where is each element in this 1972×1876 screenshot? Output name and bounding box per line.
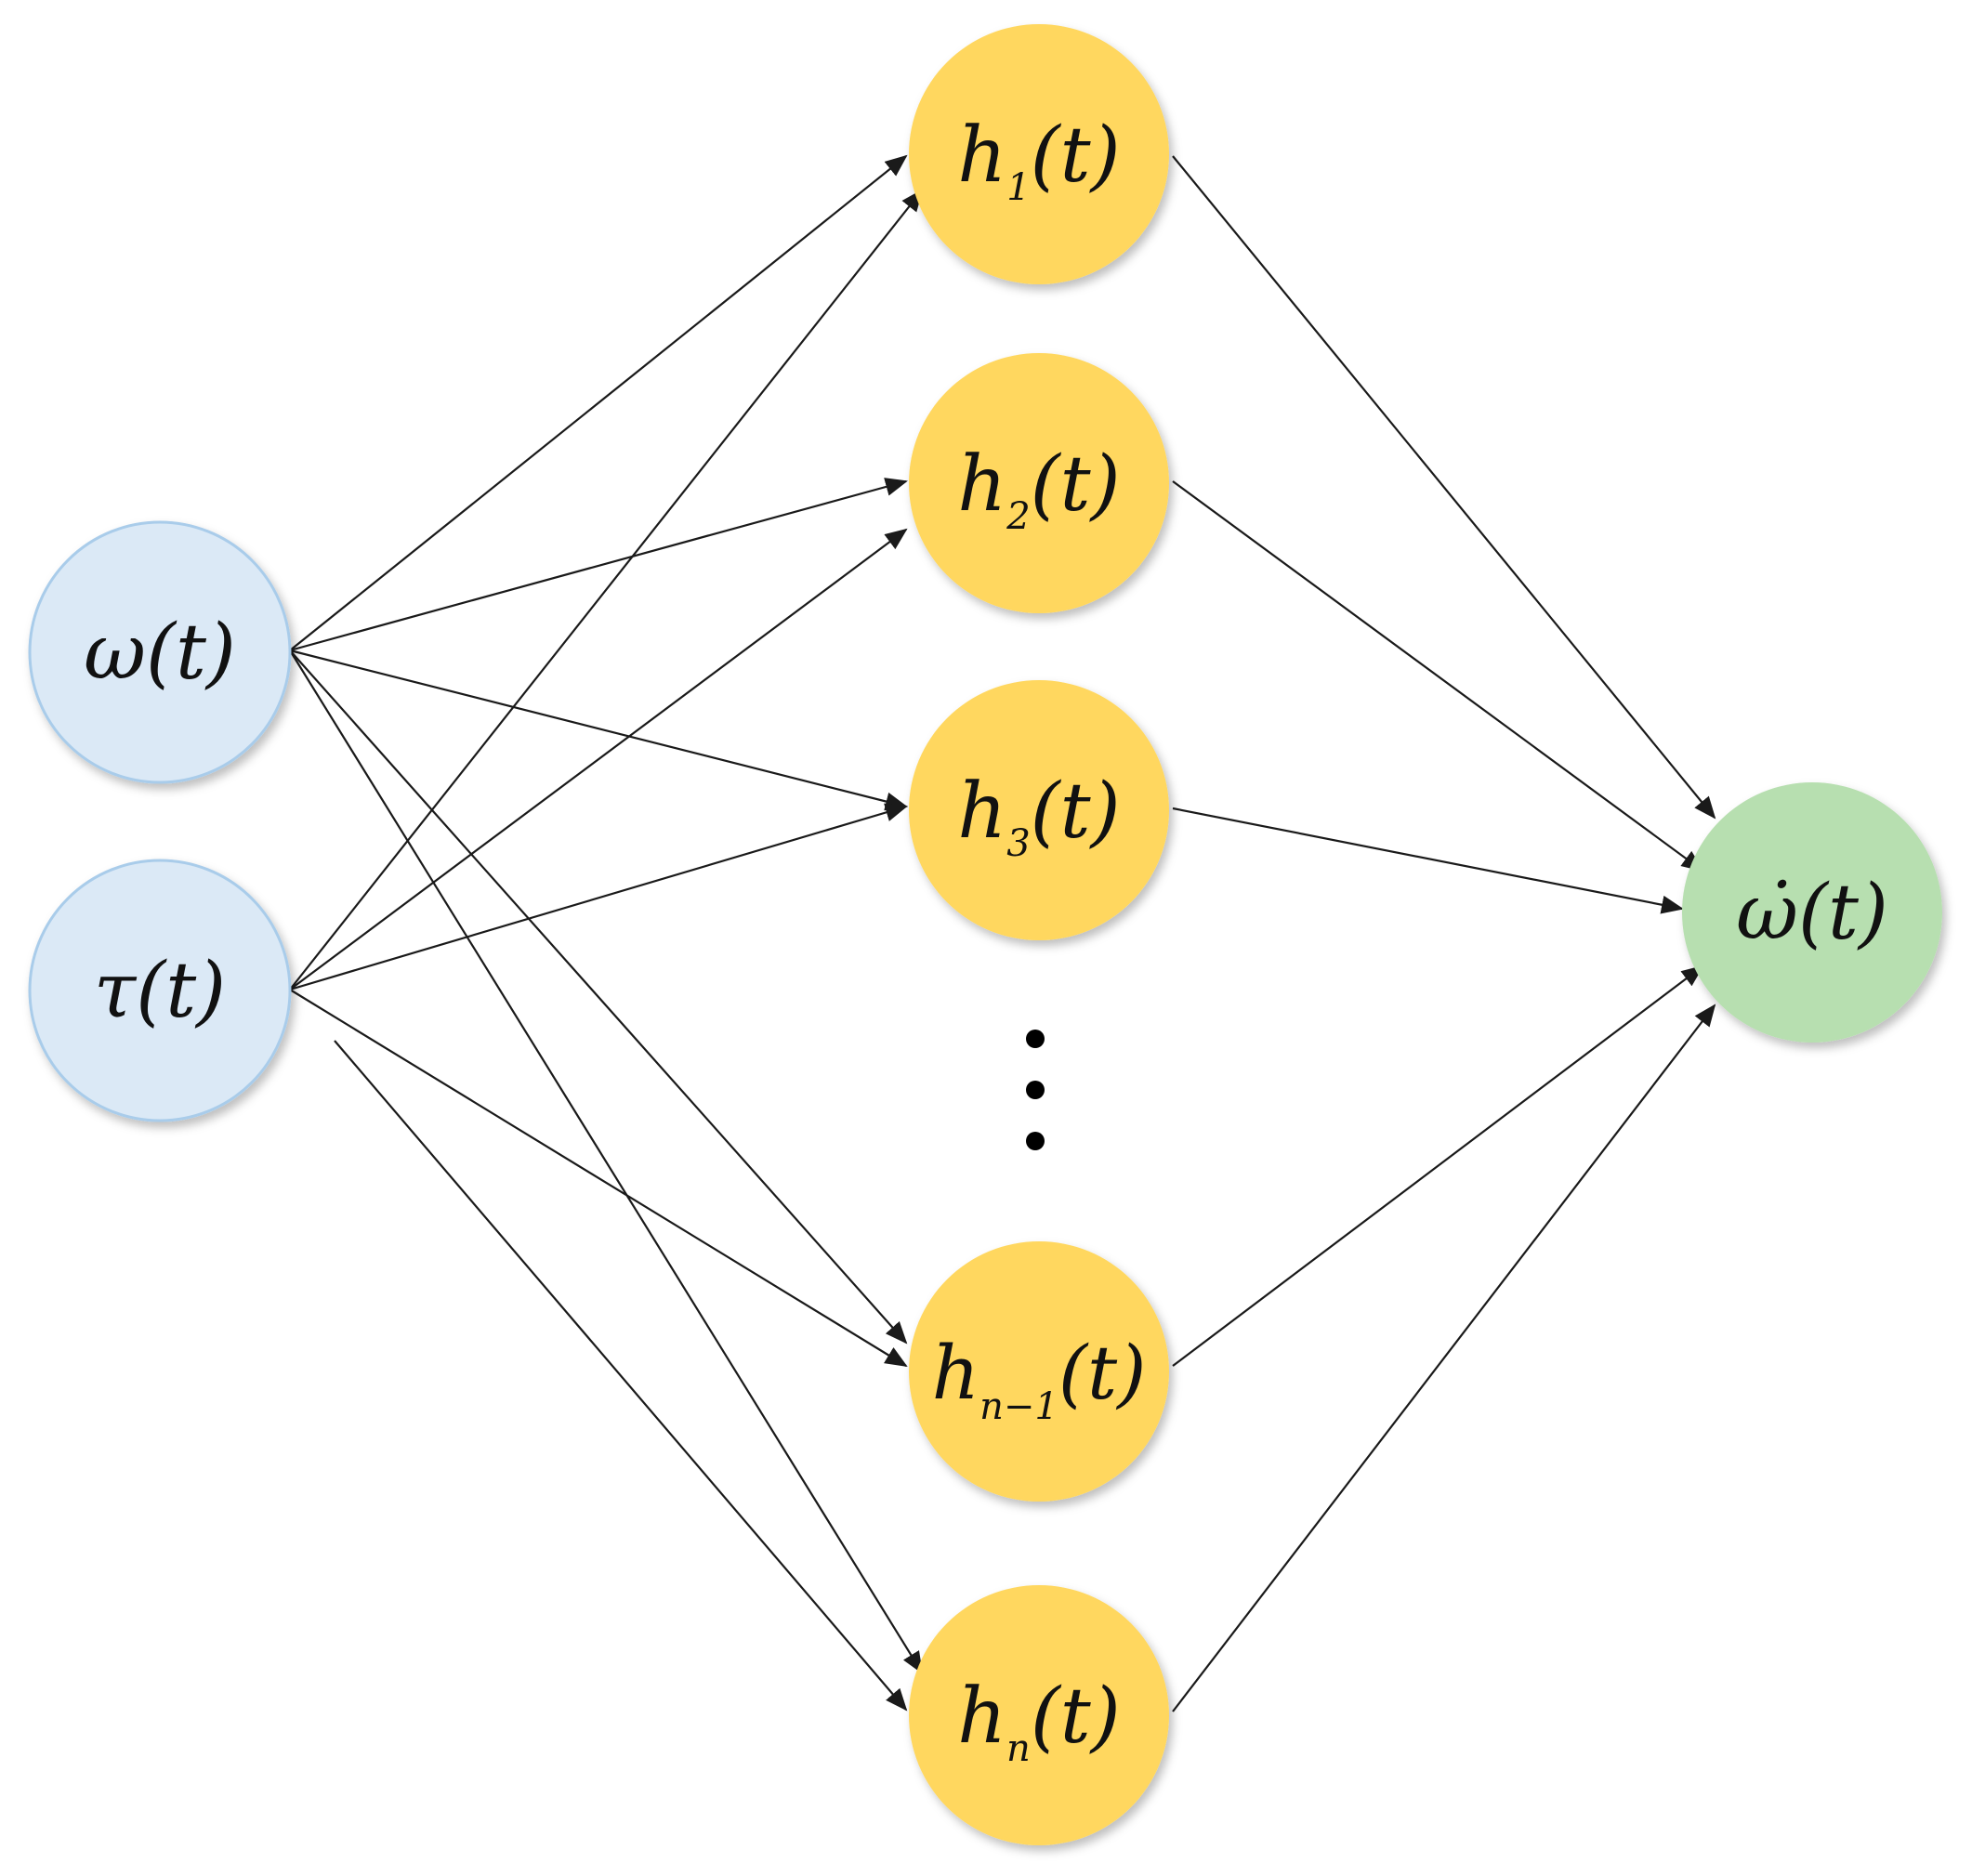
edge-tau-hn1	[289, 989, 908, 1368]
hidden-node-hn-circle	[909, 1585, 1169, 1845]
edge-tau-h1	[289, 189, 924, 990]
ellipsis-vertical	[1026, 1030, 1045, 1150]
input-node-omega-circle	[28, 520, 292, 784]
edge-tau-hn	[334, 1040, 908, 1712]
input-node-omega-label: ω(t)	[84, 609, 236, 697]
hidden-node-h2-label: h2(t)	[957, 440, 1120, 538]
input-node-omega: ω(t)	[28, 520, 292, 784]
ellipsis-dot-3	[1026, 1132, 1045, 1150]
edge-h3-out	[1172, 807, 1684, 914]
hidden-node-h1: h1(t)	[909, 24, 1169, 284]
hidden-node-h3-circle	[909, 680, 1169, 940]
hidden-node-hn1: hn−1(t)	[909, 1241, 1169, 1502]
edge-hn-out	[1172, 1004, 1716, 1712]
edge-omega-hn	[289, 649, 924, 1674]
edges-input-to-hidden	[289, 154, 924, 1712]
hidden-node-h3-label: h3(t)	[957, 767, 1120, 865]
hidden-node-hn1-label: hn−1(t)	[932, 1330, 1147, 1428]
hidden-node-hn-label: hn(t)	[957, 1673, 1121, 1770]
ellipsis-dot-2	[1026, 1081, 1045, 1099]
ellipsis-dot-1	[1026, 1030, 1045, 1048]
edges-hidden-to-output	[1172, 155, 1716, 1712]
hidden-node-hn1-circle	[909, 1241, 1169, 1502]
edge-omega-h1	[289, 154, 908, 651]
output-node-omega-dot-circle	[1682, 782, 1942, 1043]
output-node-omega-dot-label: ω̇(t)	[1736, 869, 1888, 957]
edge-tau-h3	[289, 803, 908, 991]
output-node-omega-dot: ω̇(t)	[1682, 782, 1942, 1043]
edge-omega-hn1	[289, 649, 908, 1345]
hidden-node-h2: h2(t)	[909, 353, 1169, 613]
hidden-node-h3: h3(t)	[909, 680, 1169, 940]
hidden-node-h1-circle	[909, 24, 1169, 284]
edge-omega-h2	[289, 478, 908, 652]
input-node-tau-label: τ(t)	[94, 947, 226, 1035]
edge-h2-out	[1172, 480, 1704, 872]
hidden-node-h2-circle	[909, 353, 1169, 613]
edge-hn1-out	[1172, 964, 1704, 1367]
hidden-node-hn: hn(t)	[909, 1585, 1169, 1845]
input-node-tau-circle	[28, 859, 292, 1122]
edge-h1-out	[1172, 155, 1716, 820]
input-node-tau: τ(t)	[28, 859, 292, 1122]
edge-omega-h3	[289, 649, 908, 811]
hidden-node-h1-label: h1(t)	[957, 112, 1120, 209]
edge-tau-h2	[289, 528, 908, 990]
